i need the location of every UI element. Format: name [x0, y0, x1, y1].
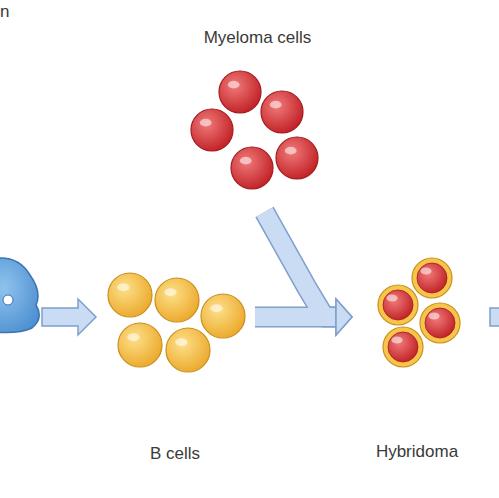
cell-cluster: B cells: [95, 262, 255, 472]
cell-highlight: [127, 333, 139, 341]
cell-cluster: Hybridoma: [352, 245, 482, 470]
cell-membrane: [412, 258, 452, 298]
cell-highlight: [420, 267, 431, 274]
cell-body: [108, 273, 152, 317]
cell-symbol: [118, 323, 162, 367]
cell-symbol: [219, 71, 261, 113]
cell-highlight: [386, 294, 397, 301]
cell-body: [261, 91, 303, 133]
cell-symbol: [420, 303, 460, 343]
cell-membrane: [383, 327, 423, 367]
cell-highlight: [228, 81, 240, 89]
cell-cluster-art: [170, 20, 345, 212]
cell-body: [201, 294, 245, 338]
flow-arrow: [490, 308, 499, 326]
cell-membrane: [420, 303, 460, 343]
cell-highlight: [117, 283, 129, 291]
cell-symbol: [166, 328, 210, 372]
cell-nucleus: [3, 295, 13, 305]
cell-body: [155, 278, 199, 322]
flow-arrow: [265, 212, 339, 317]
cell-cluster: Myeloma cells: [170, 20, 345, 212]
cell-symbol: [378, 285, 418, 325]
cell-symbol: [231, 147, 273, 189]
cell-body: [118, 323, 162, 367]
source-cell: [0, 258, 39, 332]
cell-highlight: [391, 336, 402, 343]
cell-body: [219, 71, 261, 113]
cell-body: [191, 109, 233, 151]
cell-membrane: [378, 285, 418, 325]
cell-body: [383, 290, 413, 320]
cell-cluster-art: [95, 262, 255, 472]
cell-symbol: [261, 91, 303, 133]
cell-highlight: [210, 304, 222, 312]
arrow-head: [336, 299, 352, 335]
cell-cluster-art: [352, 245, 482, 470]
cell-symbol: [191, 109, 233, 151]
cell-body: [417, 263, 447, 293]
cell-symbol: [108, 273, 152, 317]
cell-body: [166, 328, 210, 372]
cell-body: [276, 137, 318, 179]
cell-highlight: [164, 288, 176, 296]
cell-highlight: [285, 147, 297, 155]
arrow-head: [336, 299, 352, 335]
cell-label: Hybridoma: [352, 442, 482, 462]
cell-highlight: [428, 312, 439, 319]
cell-symbol: [276, 137, 318, 179]
cell-body: [425, 308, 455, 338]
flow-arrow: [42, 299, 96, 335]
cell-symbol: [201, 294, 245, 338]
cell-highlight: [240, 157, 252, 165]
cell-symbol: [155, 278, 199, 322]
cell-body: [231, 147, 273, 189]
cut-off-label: n: [0, 2, 9, 22]
cell-highlight: [270, 101, 282, 109]
cell-symbol: [412, 258, 452, 298]
cell-highlight: [200, 119, 212, 127]
cell-body: [388, 332, 418, 362]
cell-label: B cells: [95, 444, 255, 464]
cell-highlight: [175, 338, 187, 346]
cell-symbol: [383, 327, 423, 367]
flow-arrow-outline: [265, 212, 339, 317]
cell-label: Myeloma cells: [170, 28, 345, 48]
